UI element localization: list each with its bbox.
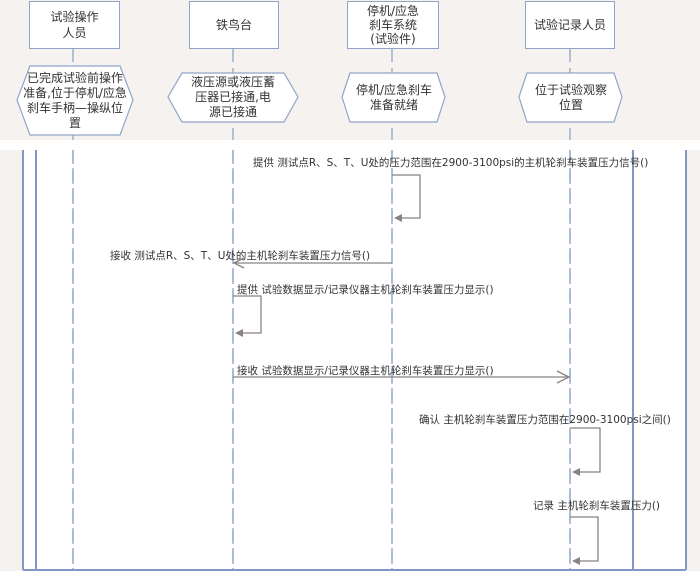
message-label-2: 接收 测试点R、S、T、U处的主机轮刹车装置压力信号() xyxy=(110,250,371,262)
state-text: 液压源或液压蓄压器已接通,电源已接通 xyxy=(190,75,275,119)
state-recorder: 位于试验观察位置 xyxy=(530,73,612,122)
state-text: 位于试验观察位置 xyxy=(534,82,607,112)
message-label-5: 确认 主机轮刹车装置压力范围在2900-3100psi之间() xyxy=(419,414,671,426)
lifeline-head-recorder: 试验记录人员 xyxy=(525,1,615,49)
lifeline-title: 停机/应急 刹车系统 (试验件) xyxy=(366,4,420,46)
message-label-6: 记录 主机轮刹车装置压力() xyxy=(533,500,661,512)
lifeline-title: 试验记录人员 xyxy=(533,18,606,32)
lifeline-head-brake-system: 停机/应急 刹车系统 (试验件) xyxy=(347,1,439,49)
self-message-arrow-3 xyxy=(233,295,262,334)
message-label-1: 提供 测试点R、S、T、U处的压力范围在2900-3100psi的主机轮刹车装置… xyxy=(253,157,649,169)
state-text: 已完成试验前操作准备,位于停机/应急刹车手柄—操纵位置 xyxy=(23,70,127,130)
message-label-3: 提供 试验数据显示/记录仪器主机轮刹车装置压力显示() xyxy=(237,284,494,296)
state-text: 停机/应急刹车准备就绪 xyxy=(355,82,433,112)
lifeline-head-operator: 试验操作 人员 xyxy=(29,1,120,49)
lifeline-head-rig: 铁鸟台 xyxy=(189,1,279,49)
lifeline-title: 试验操作 人员 xyxy=(50,10,99,40)
state-rig: 液压源或液压蓄压器已接通,电源已接通 xyxy=(190,73,276,122)
self-message-arrow-1 xyxy=(392,174,421,219)
self-message-arrow-6 xyxy=(570,516,599,562)
state-operator: 已完成试验前操作准备,位于停机/应急刹车手柄—操纵位置 xyxy=(22,66,128,135)
state-hexagon-brake xyxy=(341,72,446,123)
state-hexagon-recorder xyxy=(518,72,623,123)
state-hexagon-rig xyxy=(167,72,299,123)
self-message-arrow-5 xyxy=(570,427,601,473)
state-hexagon-operator xyxy=(16,65,134,136)
state-brake-system: 停机/应急刹车准备就绪 xyxy=(352,73,436,122)
lifeline-title: 铁鸟台 xyxy=(215,18,252,32)
message-label-4: 接收 试验数据显示/记录仪器主机轮刹车装置压力显示() xyxy=(237,365,494,377)
